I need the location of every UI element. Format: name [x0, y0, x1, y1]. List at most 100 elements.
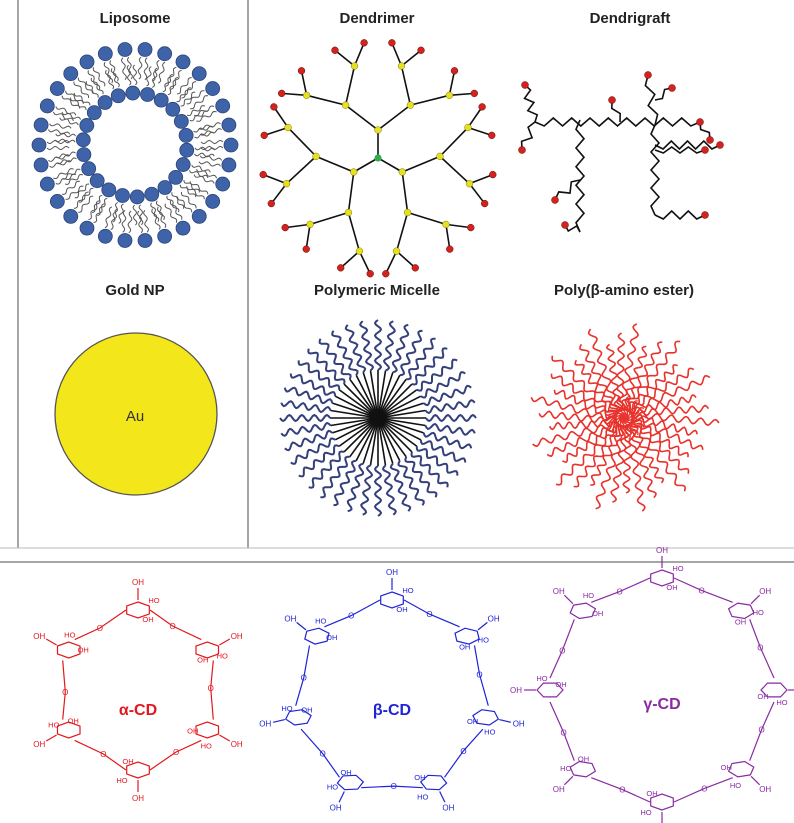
dendrimer-title: Dendrimer [339, 10, 415, 27]
pbae-chain [595, 425, 627, 510]
hydroxyl-label: OH [78, 645, 89, 654]
micelle-corona-chain [416, 358, 458, 392]
glycosidic-oxygen: O [173, 748, 179, 757]
gold-np-title: Gold NP [105, 282, 165, 299]
dendrimer-bond [315, 155, 355, 173]
lipid-head-inner [157, 180, 173, 195]
lipid-tail [150, 202, 160, 222]
dendrigraft-chain [520, 121, 536, 151]
lipid-head-inner [81, 161, 97, 177]
lipid-tail [78, 187, 94, 203]
dendrimer-terminal-group [270, 103, 278, 111]
hydroxyl-label: OH [757, 692, 768, 701]
dendrimer-bond [347, 212, 361, 252]
lipid-tail [90, 77, 104, 95]
lipid-tail [156, 200, 165, 221]
lipid-tail [70, 97, 87, 111]
dendrimer-branch-point [403, 208, 412, 217]
lipid-tail [127, 210, 133, 234]
dendrimer-bond [445, 223, 471, 229]
pbae-chain [532, 420, 620, 448]
micelle-corona-chain [382, 320, 396, 372]
dendrimer-branch-point [344, 208, 353, 217]
cyclodextrin-1: OOHOHHOOOHOHHOOOHOHHOOOHOHHOOOHOHHOOOHOH… [259, 568, 525, 813]
lipid-head-inner [175, 157, 191, 172]
dendrigraft-terminal-group [518, 146, 526, 154]
ch2oh-bond [750, 594, 761, 605]
dendrimer-bond [469, 173, 494, 185]
glycosidic-bond [549, 619, 575, 679]
lipid-tail [198, 161, 221, 167]
lipid-tail [126, 64, 132, 86]
lipid-tail [176, 196, 193, 213]
dendrimer-bond [305, 224, 311, 250]
dendrimer-terminal-group [478, 103, 486, 111]
pbae-core-chain [623, 400, 638, 419]
micelle-corona-chain [391, 323, 410, 374]
micelle-corona-chain [289, 373, 337, 397]
lipid-tail [85, 81, 99, 98]
dendrimer-branch-point [398, 168, 406, 176]
hydroxyl-label: HO [281, 704, 292, 713]
lipid-tail [120, 57, 127, 80]
dendrimer-terminal-group [302, 245, 310, 253]
pbae-core-chain [603, 408, 625, 419]
hydroxyl-label: HO [64, 631, 75, 640]
dendrimer-branch-point [392, 247, 401, 255]
lipid-tail [138, 204, 144, 226]
lipid-head-inner [140, 87, 155, 102]
pbae-core-chain [618, 417, 625, 440]
micelle-corona-chain [279, 413, 331, 423]
hydroxyl-label: HO [402, 586, 413, 595]
micelle-core-chain [362, 417, 379, 464]
dendrimer-branch-point [284, 123, 292, 132]
micelle-core-chain [377, 417, 422, 441]
lipid-tail [191, 164, 211, 173]
hydroxyl-label: HO [536, 674, 547, 683]
micelle-corona-chain [399, 329, 423, 377]
lipid-tail [54, 138, 76, 144]
pbae-core-chain [601, 415, 625, 421]
glycosidic-oxygen: O [97, 624, 103, 633]
glycosidic-bond [74, 609, 127, 641]
micelle-core-chain [334, 417, 379, 441]
micelle-corona-chain [404, 456, 438, 498]
lipid-tail [52, 111, 74, 122]
lipid-head-outer [49, 81, 65, 96]
lipid-tail [61, 95, 81, 109]
dendrigraft-chain [649, 124, 661, 216]
lipid-tail [112, 202, 118, 223]
micelle-core-chain [332, 417, 379, 434]
beta-cd-label: β-CD [372, 702, 412, 719]
lipid-tail [103, 62, 113, 84]
lipid-head-inner [89, 173, 105, 189]
hydroxyl-label: HO [327, 782, 338, 791]
lipid-tail [200, 139, 224, 145]
lipid-head-inner [97, 95, 113, 110]
dendrimer-bond [347, 171, 355, 213]
dendrimer-terminal-group [470, 89, 478, 98]
lipid-tail [64, 173, 84, 185]
micelle-corona-chain [424, 399, 476, 415]
pbae-chain [618, 323, 639, 412]
glycosidic-bond [549, 701, 575, 761]
glucose-ring [650, 569, 674, 587]
hydroxyl-label: HO [201, 741, 212, 750]
lipid-tail [74, 183, 90, 199]
lipid-tail [53, 168, 74, 180]
lipid-tail [157, 61, 166, 84]
micelle-core-chain [330, 409, 379, 419]
dendrimer-bond [467, 126, 493, 137]
micelle-core-chain [377, 374, 401, 419]
hydroxyl-label: HO [116, 776, 127, 785]
micelle-corona-chain [318, 338, 352, 380]
lipid-head-outer [33, 157, 49, 173]
lipid-tail [176, 87, 192, 103]
lipid-head-outer [63, 208, 79, 224]
dendrimer-branch-point [282, 180, 291, 188]
hydroxyl-label: OH [666, 583, 677, 592]
lipid-tail [143, 57, 149, 81]
lipid-tail [194, 152, 215, 158]
dendrimer-bond [396, 250, 416, 269]
